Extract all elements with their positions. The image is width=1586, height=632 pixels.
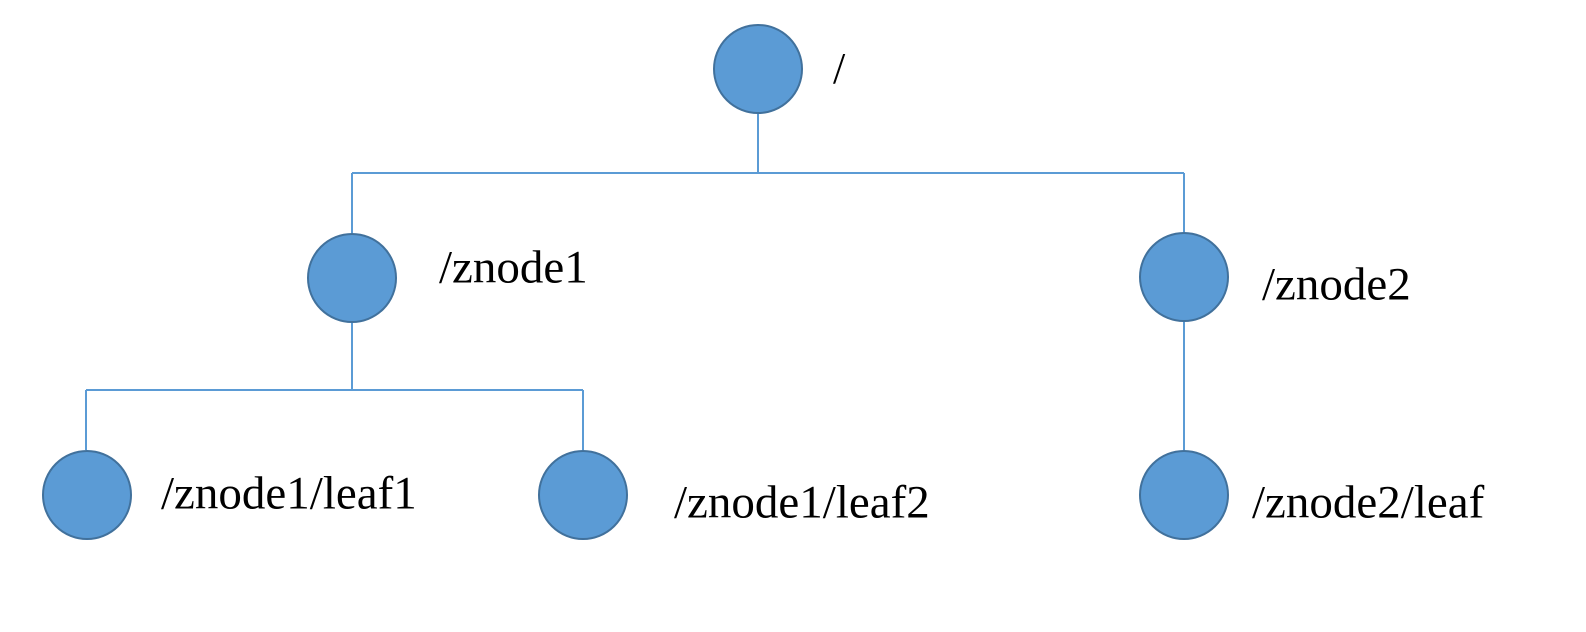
node-label-znode1-leaf1: /znode1/leaf1 [161, 467, 417, 520]
node-label-znode1-leaf2: /znode1/leaf2 [674, 476, 930, 529]
node-znode2-leaf[interactable] [1139, 450, 1229, 540]
node-label-root: / [833, 44, 846, 93]
node-label-znode2: /znode2 [1262, 258, 1411, 311]
node-znode1-leaf1[interactable] [42, 450, 132, 540]
node-root[interactable] [713, 24, 803, 114]
node-znode1-leaf2[interactable] [538, 450, 628, 540]
node-znode1[interactable] [307, 233, 397, 323]
node-znode2[interactable] [1139, 232, 1229, 322]
node-label-znode2-leaf: /znode2/leaf [1252, 476, 1485, 529]
node-label-znode1: /znode1 [439, 241, 588, 294]
